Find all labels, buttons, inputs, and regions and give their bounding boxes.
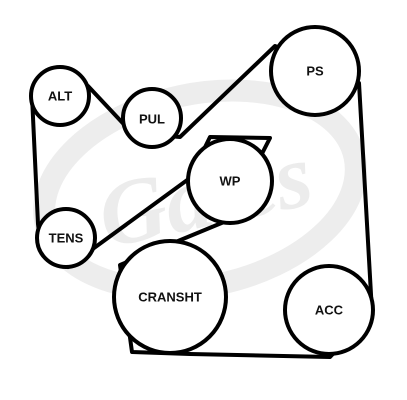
pulley-cranksht-circle (112, 239, 228, 355)
pulley-tens: TENS (35, 207, 97, 269)
pulley-cranksht-label: CRANSHT (138, 290, 202, 305)
pulley-wp-label: WP (220, 174, 241, 189)
pulley-alt-circle (29, 65, 91, 127)
pulley-acc: ACC (283, 264, 375, 356)
pulley-cranksht: CRANSHT (112, 239, 228, 355)
pulley-wp: WP (186, 137, 274, 225)
pulley-pul-circle (121, 87, 183, 149)
pulley-ps-circle (269, 25, 361, 117)
pulley-pul: PUL (121, 87, 183, 149)
pulley-tens-circle (35, 207, 97, 269)
pulley-acc-label: ACC (315, 303, 344, 318)
pulley-alt-label: ALT (48, 89, 72, 104)
pulley-ps: PS (269, 25, 361, 117)
pulley-pul-label: PUL (139, 112, 165, 127)
pulley-acc-circle (283, 264, 375, 356)
pulley-ps-label: PS (306, 64, 324, 79)
pulley-wp-circle (186, 137, 274, 225)
pulley-alt: ALT (29, 65, 91, 127)
pulley-tens-label: TENS (49, 231, 84, 246)
